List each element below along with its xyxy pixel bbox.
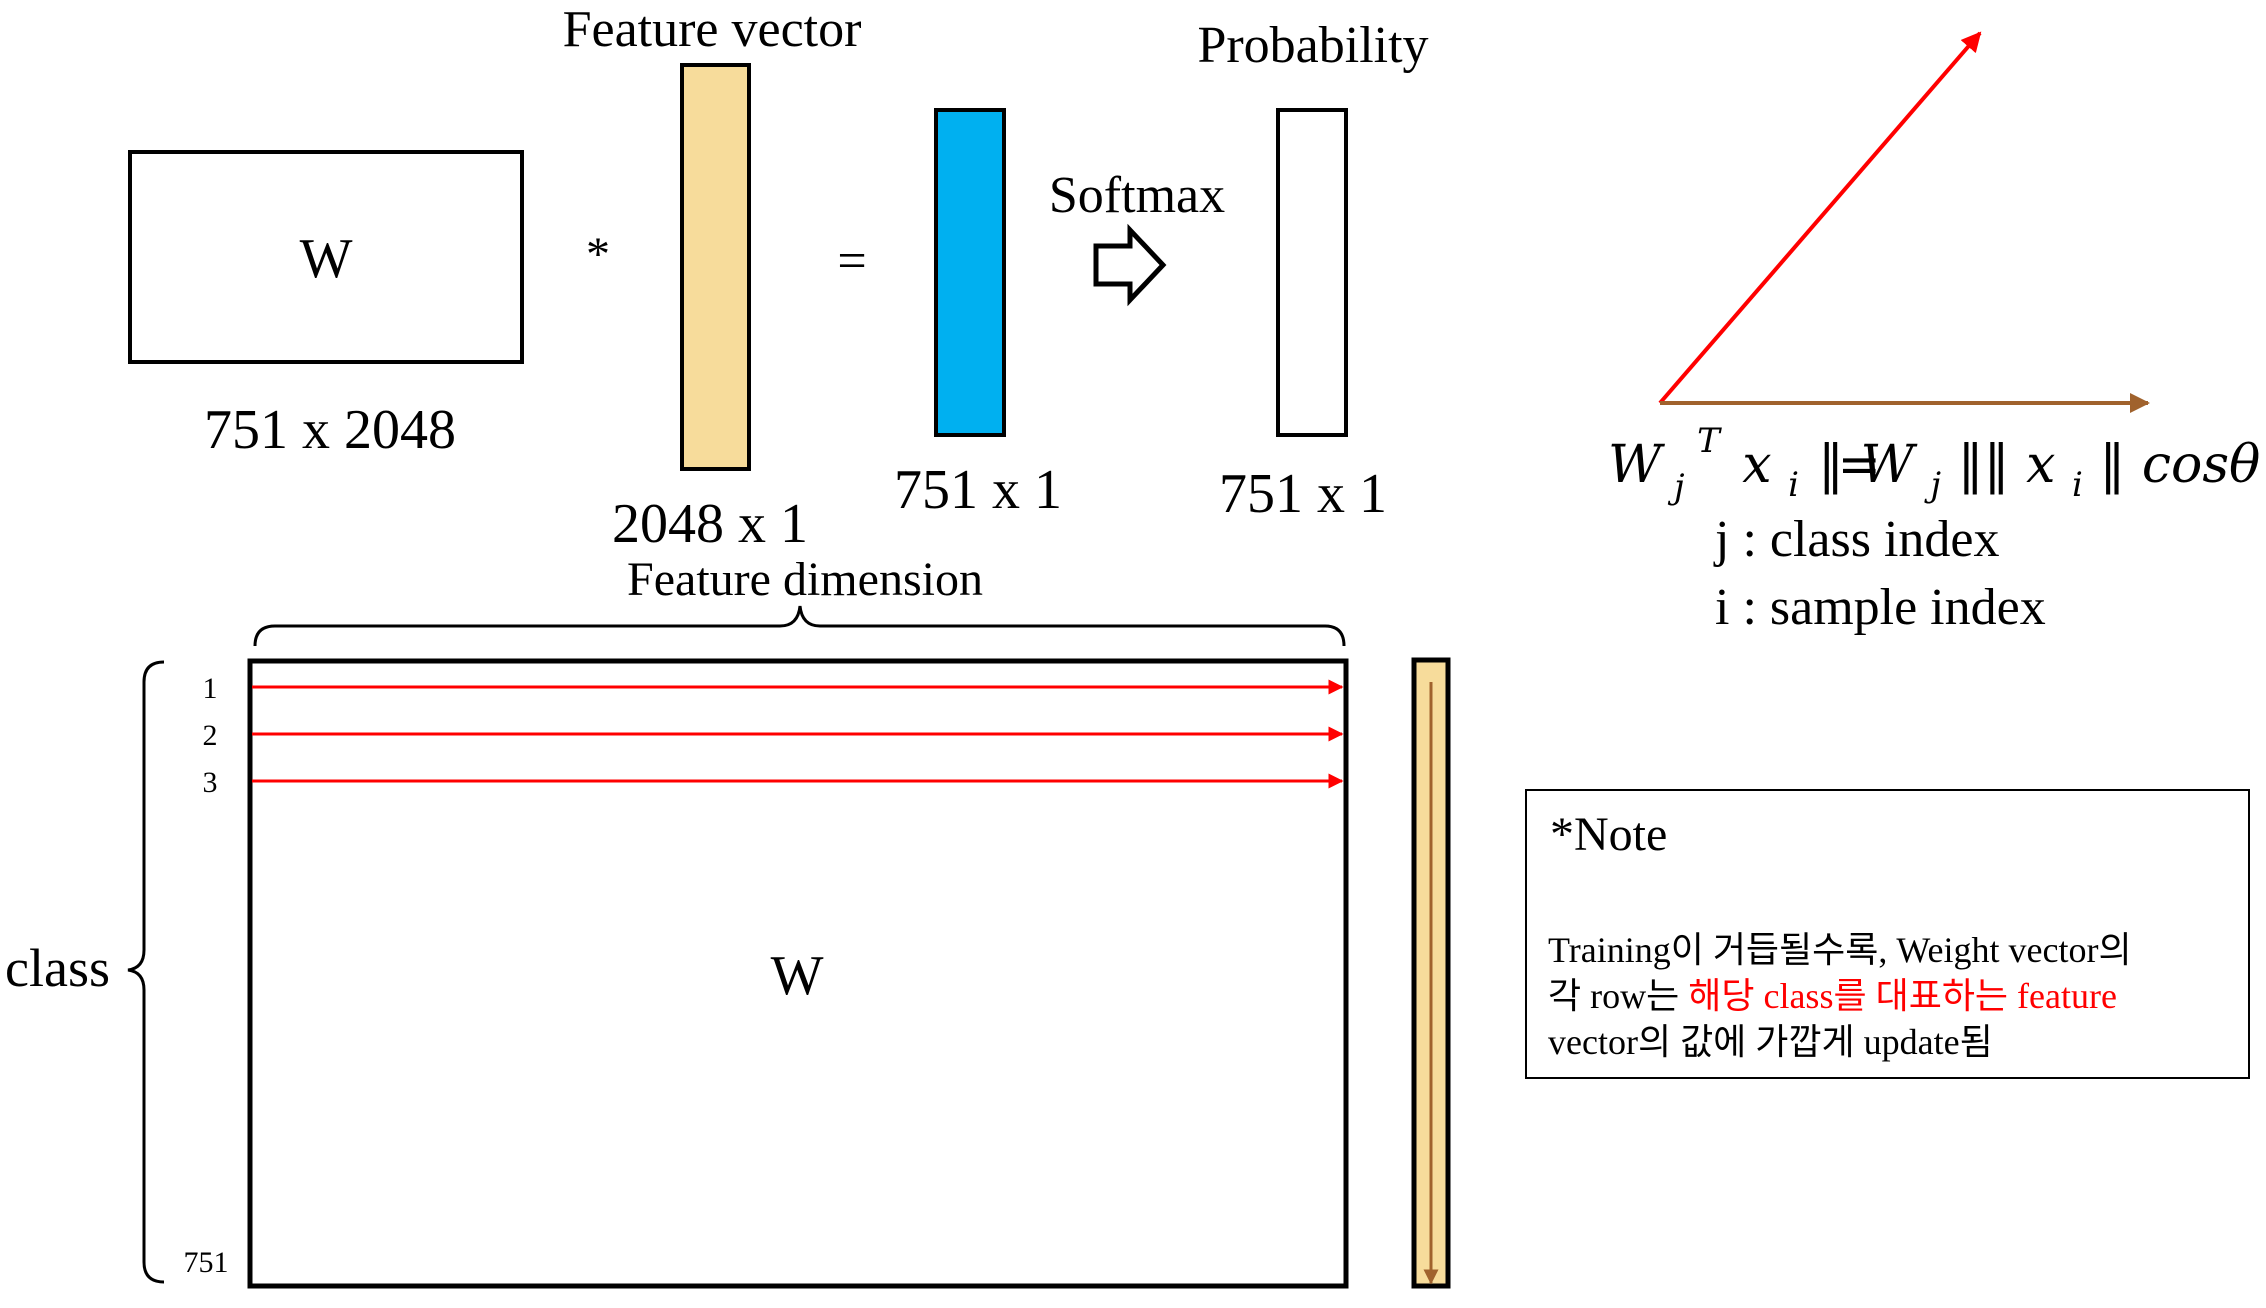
legend-class-index: j : class index <box>1713 511 2000 568</box>
feature-dimension-label: Feature dimension <box>627 553 983 606</box>
cosine-formula: W j T x i = ‖ W j ‖‖ x i ‖ cosθ j <box>1608 405 2266 511</box>
w-matrix-label: W <box>300 228 353 290</box>
formula-rhs-x: x <box>2026 435 2055 495</box>
feature-vector-dims: 2048 x 1 <box>612 493 808 555</box>
multiply-sign: * <box>586 228 610 281</box>
note-line-3: vector의 값에 가깝게 update됨 <box>1548 1022 1993 1062</box>
formula-rhs-w-sub: j <box>1924 465 1942 505</box>
w-matrix-expanded-label: W <box>771 945 824 1007</box>
class-brace <box>127 660 165 1284</box>
note-line-2-red: 해당 class를 대표하는 feature <box>1688 976 2117 1016</box>
formula-equals: = <box>1838 435 1882 495</box>
formula-lhs-w-sup: T <box>1697 421 1722 461</box>
w-matrix-box <box>128 150 524 364</box>
note-line-1: Training이 거듭될수록, Weight vector의 <box>1548 930 2132 970</box>
probability-bar <box>1276 108 1348 437</box>
legend-sample-index: i : sample index <box>1715 579 2046 636</box>
softmax-label: Softmax <box>1049 167 1225 224</box>
note-title: *Note <box>1550 808 1667 861</box>
logits-bar <box>934 108 1006 437</box>
row-label-751: 751 <box>184 1246 229 1279</box>
formula-lhs-w: W <box>1608 435 1665 495</box>
row-label-1: 1 <box>203 672 218 705</box>
feature-dimension-brace <box>253 605 1346 647</box>
formula-rhs-cos: cosθ <box>2142 435 2260 495</box>
row-label-3: 3 <box>203 766 218 799</box>
feature-vector-bar <box>680 63 751 471</box>
note-box <box>1525 789 2250 1079</box>
row-label-2: 2 <box>203 719 218 752</box>
formula-lhs-x-sub: i <box>1788 465 1799 505</box>
softmax-arrow-icon <box>1093 223 1167 307</box>
note-line-2-black: 각 row는 <box>1548 976 1688 1016</box>
w-matrix-dims: 751 x 2048 <box>204 399 456 461</box>
class-label: class <box>5 938 110 998</box>
svg-text:W j T x: W j T x i = <box>1608 405 1881 511</box>
formula-rhs-x-sub: i <box>2072 465 2083 505</box>
formula-rhs-w: W <box>1861 435 1918 495</box>
formula-lhs-w-sub: j <box>1667 467 1685 507</box>
probability-title: Probability <box>1197 17 1428 74</box>
probability-dims: 751 x 1 <box>1219 463 1387 525</box>
equals-sign: = <box>837 233 866 290</box>
logits-dims: 751 x 1 <box>894 459 1062 521</box>
svg-text:‖ W j ‖‖: ‖ W j ‖‖ x i ‖ cosθ j <box>1818 435 2266 509</box>
weight-vector-arrow <box>1658 31 1982 405</box>
feature-vector-title: Feature vector <box>563 1 862 58</box>
svg-text:각 row는 해당 class를 대표하는 fea: 각 row는 해당 class를 대표하는 feature <box>1548 976 2117 1016</box>
w-matrix-expanded <box>247 658 1349 1289</box>
formula-lhs-x: x <box>1742 435 1771 495</box>
